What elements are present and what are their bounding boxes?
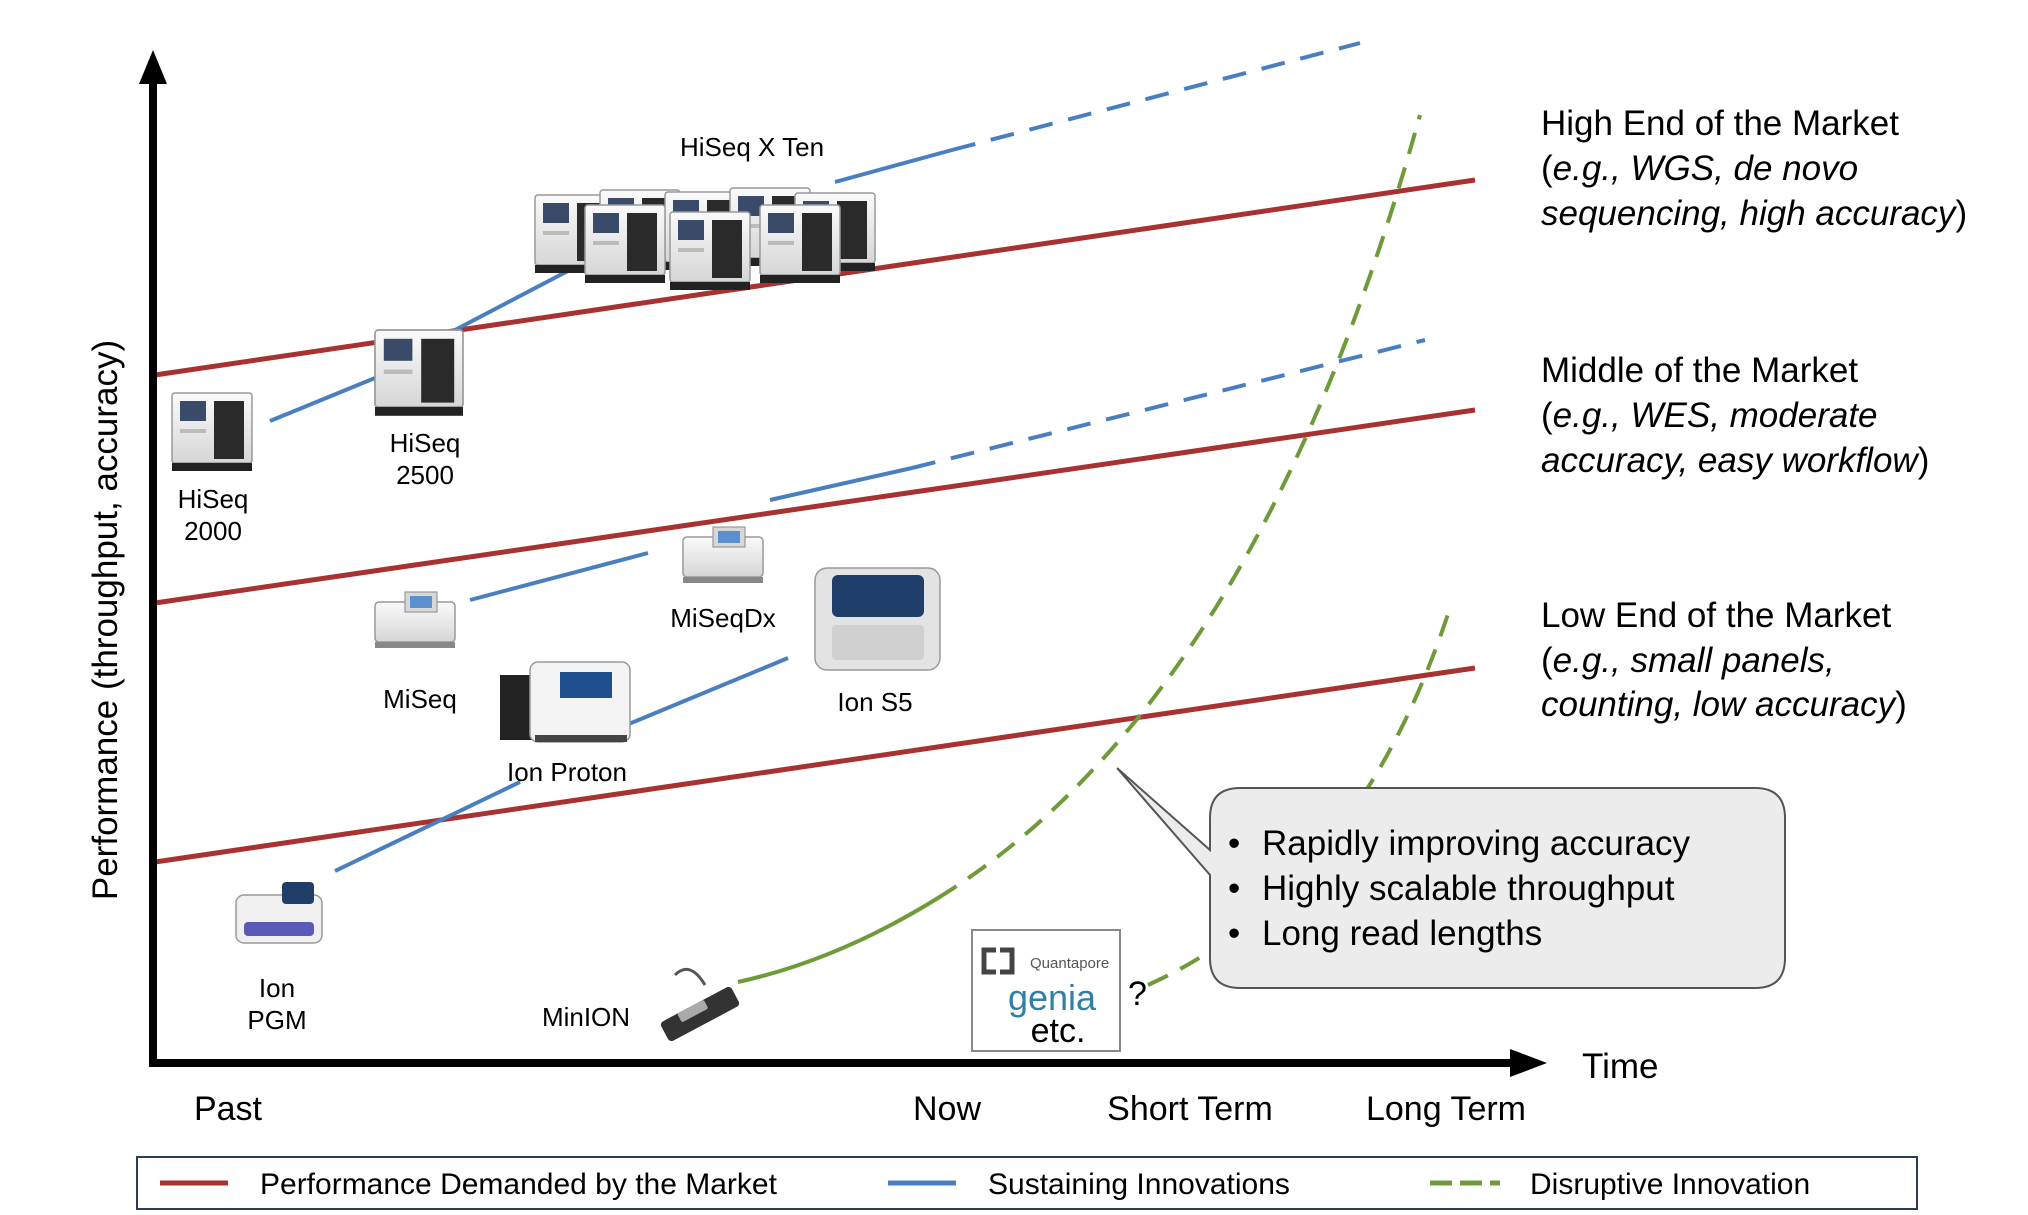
sustaining-line-miseqdx-dashed: [911, 338, 1426, 470]
y-axis-arrow-icon: [139, 50, 167, 84]
device-label-ion-pgm-line1: Ion: [259, 973, 295, 1003]
device-label-ion-pgm-line2: PGM: [247, 1005, 306, 1035]
segment-paren-close: ): [1918, 441, 1930, 480]
y-axis-label: Performance (throughput, accuracy): [86, 340, 125, 900]
hiseq-x-ten-image: [534, 187, 876, 291]
segment-paren-close: ): [1955, 194, 1967, 233]
segment-descriptions: High End of the Market (e.g., WGS, de no…: [1541, 104, 1967, 724]
x-axis-label: Time: [1582, 1047, 1658, 1086]
legend-label-sustaining: Sustaining Innovations: [988, 1168, 1290, 1201]
logo-brand-quantapore: Quantapore: [1030, 955, 1109, 972]
miseq-image: [374, 591, 456, 649]
disruptive-curve-minion-solid: [737, 896, 940, 984]
legend-item-disruptive: Disruptive Innovation: [1430, 1168, 1810, 1201]
legend-box: [136, 1156, 1918, 1210]
question-mark: ?: [1128, 975, 1147, 1013]
legend-item-market-demand: Performance Demanded by the Market: [160, 1168, 778, 1201]
segment-example-line1: (e.g., WES, moderate: [1541, 396, 1878, 435]
callout-item-throughput: Highly scalable throughput: [1262, 869, 1675, 908]
device-label-hiseq-2000-line1: HiSeq: [178, 484, 249, 514]
device-label-hiseq-x-ten: HiSeq X Ten: [680, 132, 824, 162]
legend-label-disruptive: Disruptive Innovation: [1530, 1168, 1810, 1201]
sustaining-line-hiseq-2000-2500: [269, 376, 376, 423]
device-label-minion: MinION: [542, 1002, 630, 1032]
segment-paren-close: ): [1895, 685, 1907, 724]
segment-paren-open: (: [1541, 396, 1553, 435]
callout-shape: [1116, 767, 1786, 989]
segment-paren-open: (: [1541, 149, 1553, 188]
x-tick-long-term: Long Term: [1366, 1090, 1526, 1128]
segment-example-line2: sequencing, high accuracy): [1541, 194, 1967, 233]
callout-item-read-lengths: Long read lengths: [1262, 914, 1542, 953]
x-tick-short-term: Short Term: [1107, 1090, 1273, 1128]
callout-bubble: • Rapidly improving accuracy • Highly sc…: [1116, 767, 1786, 989]
callout-bullet: •: [1228, 914, 1240, 953]
segment-example-text1: e.g., WGS, de novo: [1553, 149, 1858, 188]
quantapore-genia-logo-box: Quantapore genia etc.: [971, 929, 1121, 1052]
device-illustrations: [171, 187, 941, 1042]
segment-title: Low End of the Market: [1541, 596, 1891, 635]
device-label-miseqdx: MiSeqDx: [670, 603, 775, 633]
segment-example-text1: e.g., WES, moderate: [1553, 396, 1878, 435]
device-label-miseq: MiSeq: [383, 684, 457, 714]
segment-example-text1: e.g., small panels,: [1553, 641, 1835, 680]
quantapore-logo-icon: [981, 947, 1015, 975]
segment-title: Middle of the Market: [1541, 351, 1858, 390]
legend: Performance Demanded by the Market Susta…: [136, 1156, 1918, 1210]
disruptive-curve-minion-dashed: [936, 114, 1422, 900]
legend-item-sustaining: Sustaining Innovations: [888, 1168, 1290, 1201]
segment-paren-open: (: [1541, 641, 1553, 680]
device-label-hiseq-2500-line1: HiSeq: [390, 428, 461, 458]
sustaining-line-miseqdx-solid: [769, 466, 913, 502]
segment-middle: Middle of the Market (e.g., WES, moderat…: [1541, 351, 1929, 480]
hiseq-2500-image: [374, 329, 464, 417]
minion-image: [660, 967, 740, 1042]
sustaining-line-miseq-miseqdx: [469, 551, 649, 602]
market-demand-line-middle: [154, 407, 1476, 606]
callout-item-accuracy: Rapidly improving accuracy: [1262, 824, 1690, 863]
segment-title: High End of the Market: [1541, 104, 1899, 143]
device-labels: HiSeq X Ten HiSeq 2500 HiSeq 2000 MiSeq …: [178, 132, 913, 1035]
ion-s5-image: [814, 567, 941, 671]
device-label-ion-s5: Ion S5: [837, 687, 912, 717]
segment-example-text2: counting, low accuracy: [1541, 685, 1898, 724]
logo-etc: etc.: [1031, 1012, 1086, 1050]
segment-example-text2: sequencing, high accuracy: [1541, 194, 1958, 233]
miseqdx-image: [682, 526, 764, 584]
sustaining-line-hiseq-2500-xten: [454, 260, 586, 332]
ion-pgm-image: [235, 882, 323, 944]
segment-example-line2: counting, low accuracy): [1541, 685, 1907, 724]
x-tick-past: Past: [194, 1090, 263, 1128]
segment-example-line2: accuracy, easy workflow): [1541, 441, 1929, 480]
callout-bullet: •: [1228, 824, 1240, 863]
segment-high-end: High End of the Market (e.g., WGS, de no…: [1541, 104, 1967, 233]
ion-proton-image: [500, 661, 631, 743]
segment-example-line1: (e.g., WGS, de novo: [1541, 149, 1858, 188]
legend-label-market-demand: Performance Demanded by the Market: [260, 1168, 778, 1201]
segment-low-end: Low End of the Market (e.g., small panel…: [1541, 596, 1907, 724]
market-demand-line-low: [154, 665, 1476, 865]
x-axis-arrow-icon: [1510, 1049, 1547, 1077]
sustaining-line-xten-solid: [834, 148, 953, 184]
axes: Performance (throughput, accuracy) Time …: [86, 50, 1658, 1128]
logo-genia: genia: [1008, 977, 1097, 1018]
device-label-hiseq-2500-line2: 2500: [396, 460, 454, 490]
segment-example-text2: accuracy, easy workflow: [1541, 441, 1920, 480]
device-label-ion-proton: Ion Proton: [507, 757, 627, 787]
sustaining-line-xten-dashed: [951, 41, 1361, 152]
x-tick-now: Now: [913, 1090, 981, 1128]
device-label-hiseq-2000-line2: 2000: [184, 516, 242, 546]
callout-bullet: •: [1228, 869, 1240, 908]
hiseq-2000-image: [171, 392, 253, 472]
sustaining-line-pgm-proton: [334, 780, 521, 873]
segment-example-line1: (e.g., small panels,: [1541, 641, 1835, 680]
